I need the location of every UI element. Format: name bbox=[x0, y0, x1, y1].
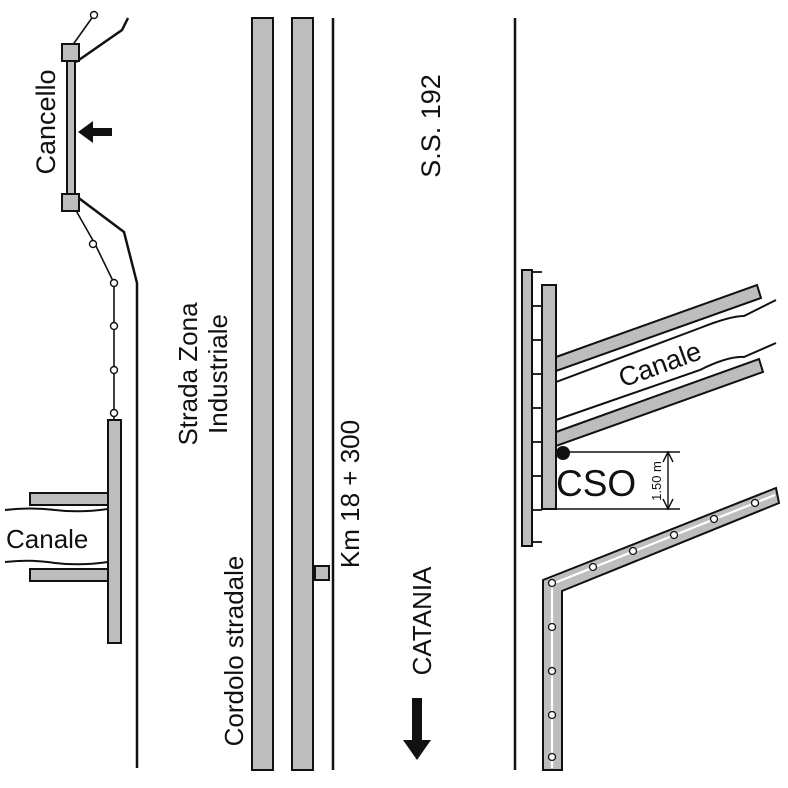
canal-wall-lower bbox=[555, 357, 765, 448]
cso-wall bbox=[541, 284, 557, 510]
fence-post bbox=[109, 365, 119, 375]
right-canal bbox=[555, 283, 777, 448]
canal-wall-upper bbox=[555, 283, 763, 373]
canal-wall-top bbox=[29, 492, 109, 506]
road-strips bbox=[251, 17, 330, 771]
label-dimension: 1.50 m bbox=[649, 461, 664, 501]
fence-post bbox=[89, 10, 99, 20]
canal-edge-top bbox=[4, 507, 109, 513]
canal-wall-bottom bbox=[29, 568, 109, 582]
label-direction: CATANIA bbox=[407, 566, 437, 675]
pipe-corridor bbox=[542, 486, 781, 771]
fence-chain-lower bbox=[69, 199, 115, 420]
dimension-1.50m bbox=[556, 450, 680, 511]
fence-post bbox=[88, 239, 98, 249]
label-km: Km 18 + 300 bbox=[335, 420, 365, 568]
fence-chain-upper bbox=[71, 14, 95, 47]
gate-bar bbox=[66, 54, 76, 204]
left-canal bbox=[4, 419, 122, 644]
left-wall bbox=[107, 419, 122, 644]
arrow-down-icon bbox=[403, 698, 431, 760]
km-marker bbox=[314, 565, 330, 581]
fence-posts bbox=[88, 10, 119, 418]
ladder-rungs bbox=[532, 271, 542, 543]
fence-post bbox=[109, 321, 119, 331]
median-strip bbox=[291, 17, 314, 771]
curb-strip bbox=[251, 17, 274, 771]
pipe-nodes bbox=[547, 498, 760, 762]
canal-edge-upper bbox=[555, 299, 777, 383]
ladder-rail bbox=[521, 269, 533, 547]
left-fence-lines bbox=[69, 14, 139, 768]
cso-point-marker bbox=[556, 446, 570, 460]
label-cso: CSO bbox=[556, 463, 636, 504]
fence-line-top bbox=[75, 17, 130, 64]
label-road-name-line1: Strada Zona bbox=[173, 302, 203, 446]
label-curb: Cordolo stradale bbox=[219, 556, 249, 747]
label-canal-left: Canale bbox=[6, 524, 88, 554]
arrow-left-icon bbox=[78, 121, 112, 143]
fence-post bbox=[109, 408, 119, 418]
label-highway: S.S. 192 bbox=[416, 74, 446, 178]
label-gate: Cancello bbox=[31, 69, 61, 174]
fence-post bbox=[109, 278, 119, 288]
road-edge-left bbox=[75, 195, 139, 768]
canal-edge-lower bbox=[555, 342, 777, 421]
gate-pillar-top bbox=[61, 43, 80, 62]
gate bbox=[61, 43, 80, 212]
label-road-name-line2: Industriale bbox=[203, 314, 233, 434]
canal-edge-bottom bbox=[4, 559, 109, 566]
pipe-wall bbox=[542, 486, 781, 771]
cso-structure bbox=[521, 269, 557, 547]
gate-pillar-bottom bbox=[61, 193, 80, 212]
